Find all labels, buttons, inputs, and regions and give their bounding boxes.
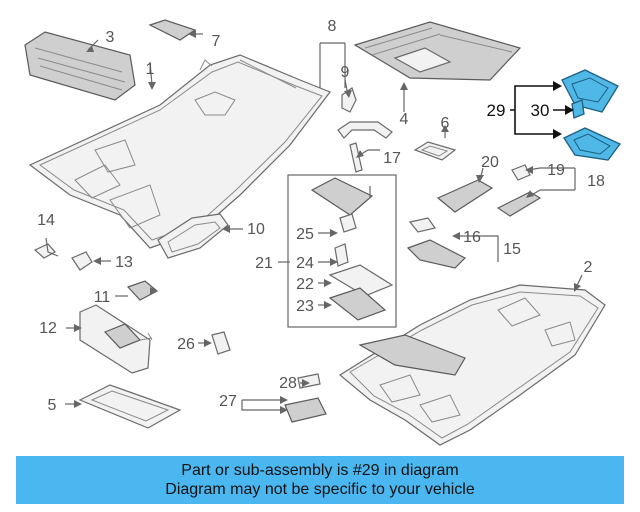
part-label-11: 11 <box>94 289 111 306</box>
bracket-13 <box>71 251 93 271</box>
part-label-15: 15 <box>503 241 521 258</box>
harness-18 <box>496 191 542 217</box>
part-label-19: 19 <box>547 162 565 179</box>
part-label-6: 6 <box>441 115 450 132</box>
part-label-4: 4 <box>400 111 409 128</box>
part-label-30: 30 <box>531 101 550 120</box>
lamp-assembly-20 <box>436 179 494 213</box>
part-labels: 1 2 3 4 5 6 7 8 9 10 11 12 13 14 15 16 1… <box>37 18 605 414</box>
part-label-10: 10 <box>247 221 265 238</box>
part-label-16: 16 <box>463 229 481 246</box>
part-label-25: 25 <box>296 226 314 243</box>
banner-line-disclaimer: Diagram may not be specific to your vehi… <box>165 481 475 498</box>
clip-14 <box>33 243 56 259</box>
grab-handle <box>337 121 393 139</box>
part-label-7: 7 <box>212 33 221 50</box>
map-lamp <box>406 217 467 269</box>
part-label-13: 13 <box>115 254 133 271</box>
sub-assembly-box <box>287 174 397 328</box>
part-label-8: 8 <box>328 18 337 35</box>
part-label-21: 21 <box>255 255 273 272</box>
sunroof-frame <box>78 384 182 429</box>
part-label-12: 12 <box>39 320 57 337</box>
retainer-9 <box>341 87 357 113</box>
part-label-3: 3 <box>106 29 115 46</box>
sun-visor <box>79 304 153 374</box>
overhead-console-highlighted <box>561 69 622 161</box>
parts-diagram: 1 2 3 4 5 6 7 8 9 10 11 12 13 14 15 16 1… <box>24 18 622 446</box>
part-label-2: 2 <box>584 259 593 276</box>
part-label-23: 23 <box>296 298 314 315</box>
part-label-5: 5 <box>48 397 57 414</box>
part-label-26: 26 <box>177 336 195 353</box>
console-bracket <box>157 213 229 259</box>
part-label-9: 9 <box>341 64 350 81</box>
headliner-front <box>28 54 331 249</box>
part-label-24: 24 <box>296 255 314 272</box>
fastener-26 <box>211 331 231 355</box>
part-label-18: 18 <box>587 173 605 190</box>
part-label-17: 17 <box>383 150 401 167</box>
headliner-rear <box>338 284 606 446</box>
arrowheads <box>74 30 581 414</box>
insulation-pad <box>24 31 136 101</box>
part-label-22: 22 <box>296 276 314 293</box>
banner-line-assembly: Part or sub-assembly is #29 in diagram <box>181 462 459 479</box>
part-label-28: 28 <box>279 375 297 392</box>
screw-17 <box>349 142 363 173</box>
info-banner: Part or sub-assembly is #29 in diagram D… <box>16 456 624 504</box>
bulb-19 <box>511 164 531 181</box>
overhead-console-frame <box>310 177 394 321</box>
part-label-20: 20 <box>481 154 499 171</box>
light-ring <box>413 141 457 161</box>
dome-lamp-27 <box>284 397 327 423</box>
part-label-27: 27 <box>219 393 237 410</box>
part-label-1: 1 <box>146 61 155 78</box>
part-label-14: 14 <box>37 212 55 229</box>
part-label-29: 29 <box>487 101 506 120</box>
roof-panel-pad <box>353 21 522 81</box>
cover-7 <box>148 19 197 41</box>
bulb-28 <box>297 373 321 389</box>
